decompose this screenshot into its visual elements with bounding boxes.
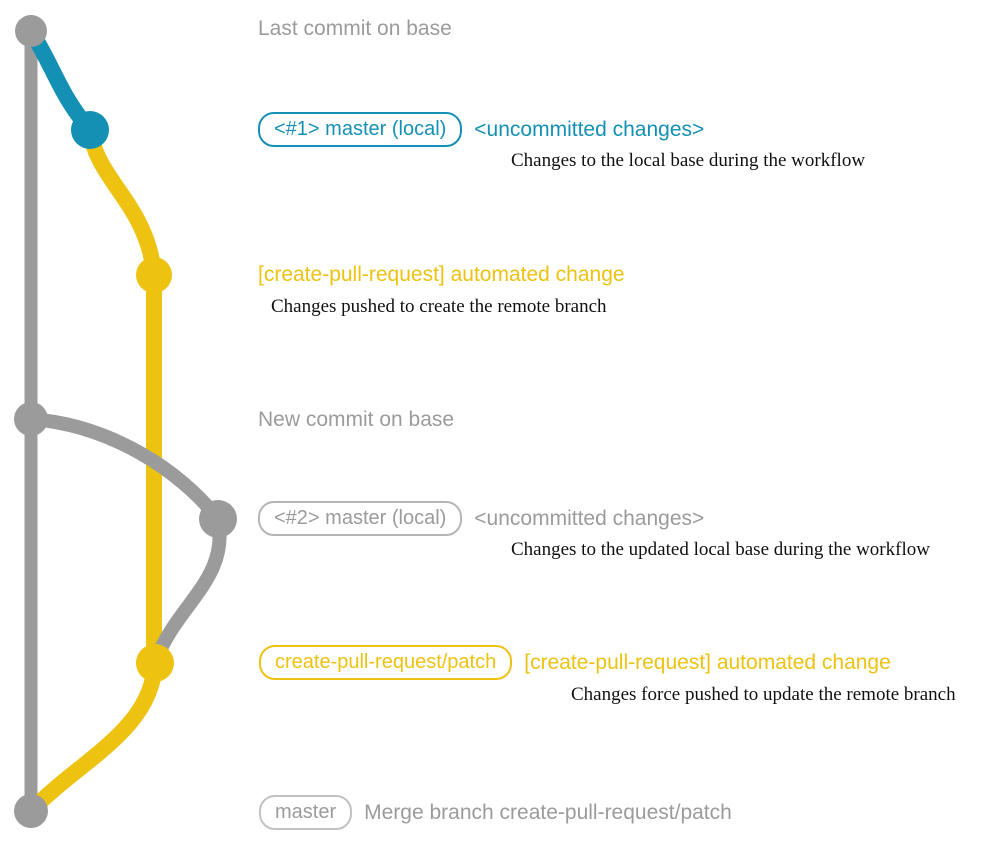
updated-local-branch-line: [24, 412, 225, 526]
branch-pill-master[interactable]: master: [259, 795, 353, 830]
commit-node-local-2[interactable]: [199, 500, 237, 538]
entry-automated-change-1-note: Changes pushed to create the remote bran…: [271, 296, 607, 317]
entry-local-changes-2-row: <#2> master (local) <uncommitted changes…: [258, 501, 704, 536]
branch-pill-local-1[interactable]: <#1> master (local): [258, 112, 463, 147]
commit-subject-patch: [create-pull-request] automated change: [524, 650, 891, 674]
commit-node-base-last[interactable]: [15, 15, 47, 47]
commit-subject-local-1: <uncommitted changes>: [474, 117, 705, 141]
entry-local-changes-1-note: Changes to the local base during the wor…: [511, 150, 866, 171]
entry-automated-change-2-row: create-pull-request/patch [create-pull-r…: [259, 645, 891, 680]
commit-node-patch-1[interactable]: [136, 257, 172, 293]
entry-automated-change-1-headline: [create-pull-request] automated change: [258, 263, 625, 286]
entry-merge-commit-row: master Merge branch create-pull-request/…: [259, 795, 732, 830]
commit-node-local-1[interactable]: [71, 111, 109, 149]
commit-node-base-new[interactable]: [14, 402, 48, 436]
branch-pill-local-2[interactable]: <#2> master (local): [258, 501, 463, 536]
commit-subject-merge: Merge branch create-pull-request/patch: [364, 800, 732, 824]
commit-subject-local-2: <uncommitted changes>: [474, 506, 705, 530]
entry-new-commit-headline: New commit on base: [258, 408, 455, 431]
entry-local-changes-2-note: Changes to the updated local base during…: [511, 539, 930, 560]
entry-automated-change-2-note: Changes force pushed to update the remot…: [571, 684, 956, 705]
commit-node-patch-2[interactable]: [136, 644, 174, 682]
updated-local-merge-line: [148, 512, 227, 670]
patch-merge-line: [23, 655, 163, 819]
entry-last-commit-headline: Last commit on base: [258, 17, 452, 40]
commit-node-base-merge[interactable]: [14, 794, 48, 828]
branch-pill-patch[interactable]: create-pull-request/patch: [259, 645, 513, 680]
entry-local-changes-1-row: <#1> master (local) <uncommitted changes…: [258, 112, 704, 147]
